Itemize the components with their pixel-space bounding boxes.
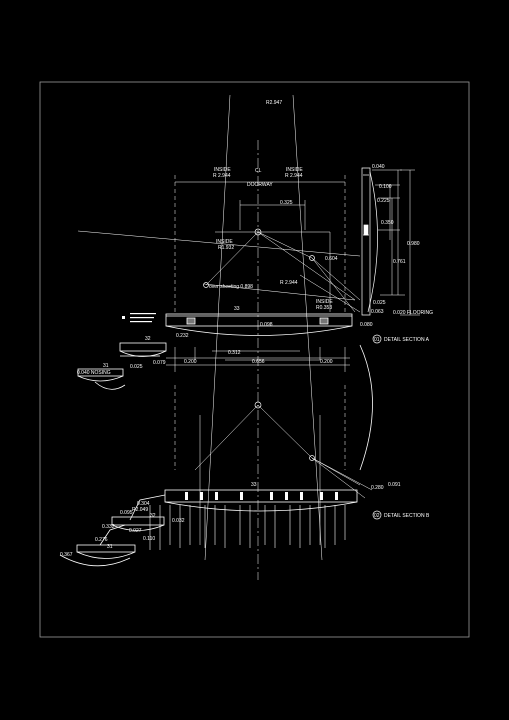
- label-0027: 0.027: [129, 528, 142, 534]
- label-side-0761: 0.761: [393, 259, 406, 265]
- label-0280: 0.280: [371, 485, 384, 491]
- section-markers: [203, 228, 382, 520]
- label-0025: 0.025: [373, 300, 386, 306]
- label-0032: 0.032: [172, 518, 185, 524]
- label-0312: 0.312: [228, 350, 241, 356]
- label-doorway: DOORWAY: [247, 182, 273, 188]
- drawing-frame: [39, 81, 470, 638]
- label-0110: 0.110: [143, 536, 155, 542]
- label-step-32-b: 32: [150, 513, 156, 519]
- label-0063: 0.063: [371, 309, 384, 315]
- label-inside-right-1: INSIDE: [286, 167, 303, 173]
- label-cl: CL: [255, 168, 262, 174]
- label-inside-mid-2: R1.932: [218, 245, 234, 251]
- section-b-treads: [59, 489, 358, 567]
- label-0098: 0.098: [260, 322, 273, 328]
- label-0080: 0.080: [360, 322, 373, 328]
- label-section-a-num: 01: [374, 337, 380, 343]
- label-0232: 0.232: [176, 333, 189, 339]
- annotation-note: [122, 313, 156, 323]
- label-side-0100: 0.100: [379, 184, 392, 190]
- label-radius-top: R2.947: [266, 100, 282, 106]
- label-inside-mid-1: INSIDE: [216, 239, 233, 245]
- label-step-33-a: 33: [234, 306, 240, 312]
- dimension-labels: R2.947 INSIDE R 2.944 CL INSIDE R 2.944 …: [60, 100, 433, 558]
- label-0604: 0.604: [325, 256, 338, 262]
- label-0656: 0.656: [252, 359, 265, 365]
- label-r2944: R 2.944: [280, 280, 298, 286]
- label-0079: 0.079: [153, 360, 166, 366]
- label-inside-left-2: R 2.944: [213, 173, 231, 179]
- label-inside-right-2: R 2.944: [285, 173, 303, 179]
- label-step-33-b: 33: [251, 482, 257, 488]
- label-step-32-a: 32: [145, 336, 151, 342]
- label-0091: 0.091: [388, 482, 401, 488]
- label-over-sheeting: over sheeting 0.898: [209, 284, 253, 290]
- label-side-0225: 0.225: [377, 198, 390, 204]
- label-step-31-a: 31: [103, 363, 109, 369]
- side-elevation: [361, 167, 378, 316]
- section-a-treads: [77, 313, 373, 471]
- label-0095: 0.095: [120, 510, 133, 516]
- label-side-0980: 0.980: [407, 241, 420, 247]
- label-0020-flooring: 0.020 FLOORING: [393, 310, 433, 316]
- label-step-31-b: 31: [107, 544, 113, 550]
- label-0276: 0.276: [95, 537, 108, 543]
- label-side-0040: 0.040: [372, 164, 385, 170]
- label-section-b-num: 02: [374, 513, 380, 519]
- label-inside-low-2: R0.353: [316, 305, 332, 311]
- label-0332: 0.332: [102, 524, 115, 530]
- label-0367: 0.367: [60, 552, 73, 558]
- label-0025-b: 0.025: [130, 364, 143, 370]
- label-0200-left: 0.200: [184, 359, 197, 365]
- label-0200-right: 0.200: [320, 359, 333, 365]
- label-inside-left-1: INSIDE: [214, 167, 231, 173]
- label-0304: 0.304: [137, 501, 150, 507]
- label-side-0350: 0.350: [381, 220, 394, 226]
- construction-lines: [77, 94, 420, 580]
- label-inside-low-1: INSIDE: [316, 299, 333, 305]
- label-section-a: DETAIL SECTION A: [384, 337, 430, 343]
- label-0325: 0.325: [280, 200, 293, 206]
- label-r2049: R2.049: [132, 507, 148, 513]
- label-section-b: DETAIL SECTION B: [384, 513, 430, 519]
- label-nosing: 0.040 NOSING: [77, 370, 111, 376]
